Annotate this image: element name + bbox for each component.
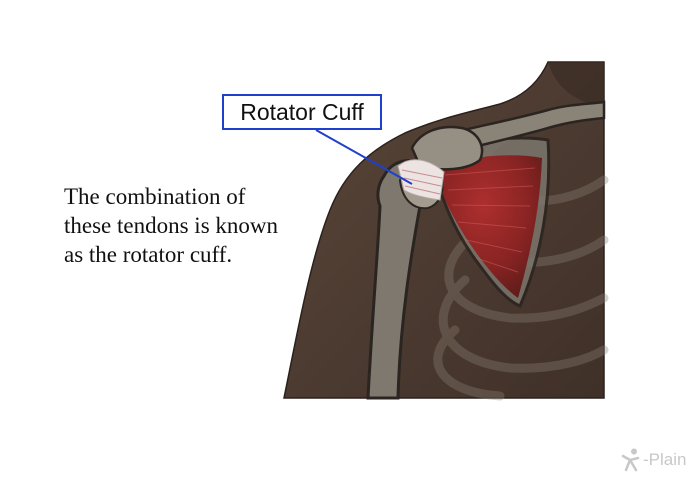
acromion [410, 125, 484, 171]
rotator-cuff-muscles [436, 155, 542, 298]
rotator-cuff-tendons [397, 159, 445, 201]
caption-line-3: as the rotator cuff. [64, 242, 233, 267]
caption-line-2: these tendons is known [64, 213, 279, 238]
x-plain-logo: -Plain [620, 448, 686, 472]
neck-shadow [548, 62, 604, 108]
label-pointer-line [315, 129, 413, 185]
x-plain-figure-icon [621, 448, 640, 472]
rotator-cuff-label: Rotator Cuff [222, 94, 382, 130]
caption-line-1: The combination of [64, 184, 246, 209]
logo-text: -Plain [643, 450, 687, 469]
caption-text: The combination of these tendons is know… [64, 182, 334, 269]
rotator-cuff-label-text: Rotator Cuff [240, 98, 364, 125]
muscle-fibers [444, 167, 536, 273]
